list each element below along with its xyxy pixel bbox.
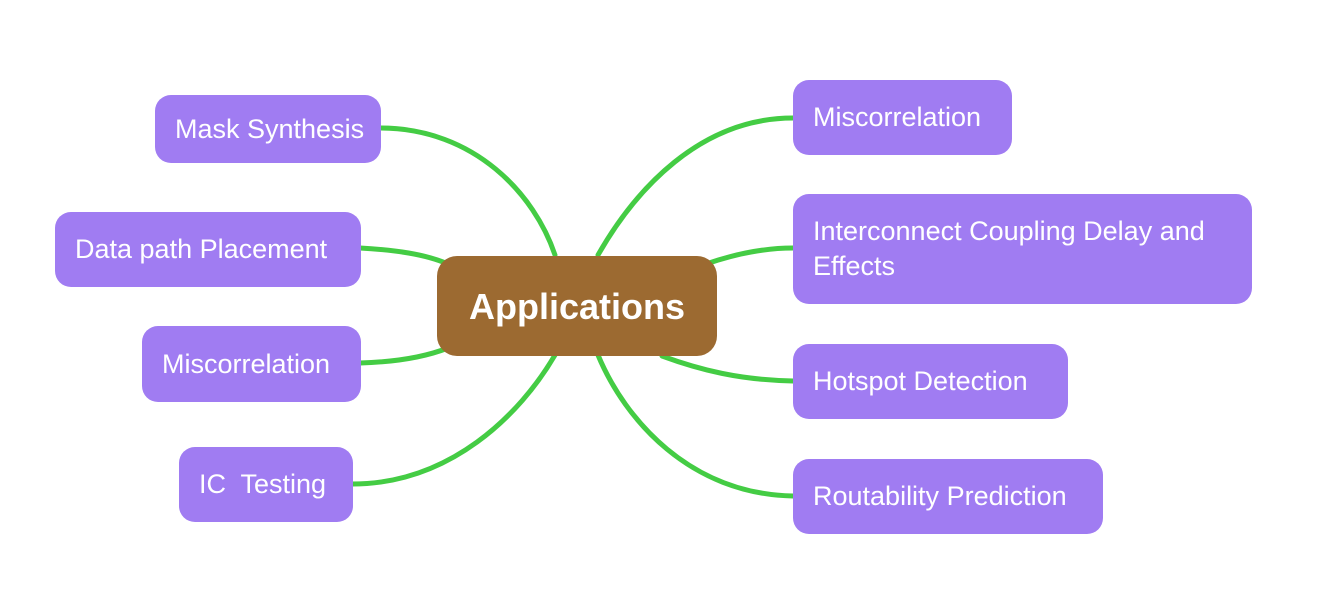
branch-label: Miscorrelation bbox=[813, 102, 982, 132]
branch-label: Routability Prediction bbox=[813, 481, 1067, 511]
branch-label: IC Testing bbox=[199, 469, 327, 499]
branch-label: Data path Placement bbox=[75, 234, 328, 264]
branch-interconnect-coupling[interactable]: Interconnect Coupling Delay and Effects bbox=[793, 194, 1252, 304]
connector-data-path-placement bbox=[357, 245, 451, 267]
central-topic-label: Applications bbox=[468, 285, 686, 327]
branch-miscorrelation-right[interactable]: Miscorrelation bbox=[793, 80, 1012, 155]
branch-hotspot-detection[interactable]: Hotspot Detection bbox=[793, 344, 1068, 419]
branch-label: Miscorrelation bbox=[162, 348, 331, 379]
connector-miscorrelation-left bbox=[357, 345, 451, 366]
connector-ic-testing bbox=[349, 352, 558, 487]
branch-data-path-placement[interactable]: Data path Placement bbox=[55, 212, 361, 287]
connector-mask-synthesis bbox=[377, 125, 558, 258]
connector-hotspot-detection bbox=[659, 353, 796, 384]
branch-label: Mask Synthesis bbox=[175, 113, 365, 144]
connector-interconnect-coupling bbox=[703, 245, 796, 267]
connector-routability-prediction bbox=[595, 352, 796, 499]
connector-miscorrelation-right bbox=[595, 115, 796, 258]
branch-routability-prediction[interactable]: Routability Prediction bbox=[793, 459, 1103, 534]
branch-label: Hotspot Detection bbox=[813, 366, 1028, 396]
branch-mask-synthesis[interactable]: Mask Synthesis bbox=[155, 95, 381, 163]
branch-label: Interconnect Coupling Delay and Effects bbox=[813, 216, 1205, 281]
central-topic[interactable]: Applications bbox=[437, 256, 717, 356]
branch-ic-testing[interactable]: IC Testing bbox=[179, 447, 353, 522]
branch-miscorrelation-left[interactable]: Miscorrelation bbox=[142, 326, 361, 402]
